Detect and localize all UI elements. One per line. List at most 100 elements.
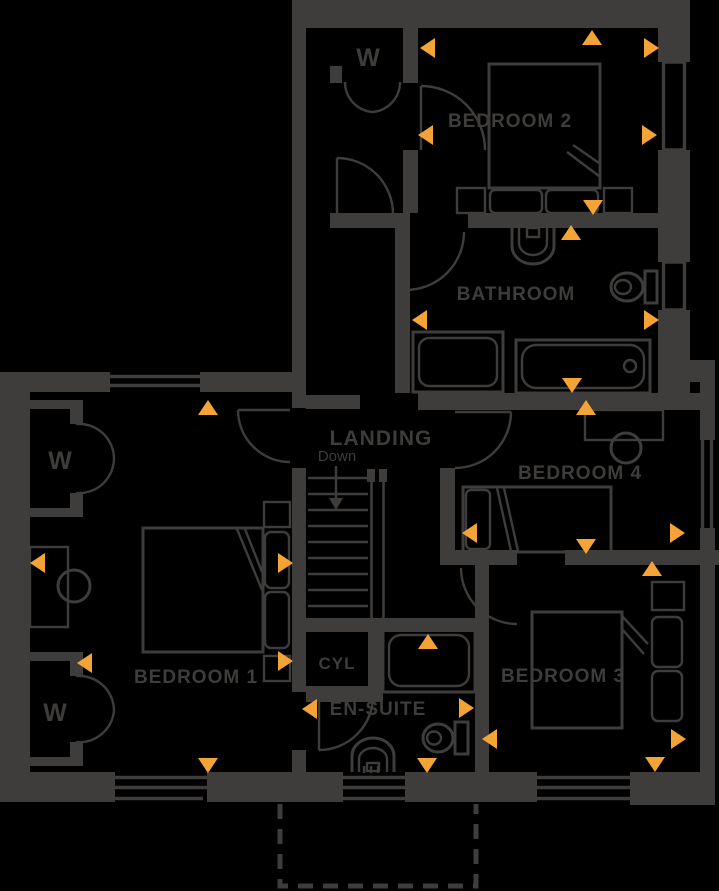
stool: [609, 431, 643, 465]
door-bedroom3: [459, 567, 518, 626]
window-bedroom1-top: [110, 374, 200, 388]
bedroom3-label: BEDROOM 3: [501, 666, 625, 687]
down-arrow-icon: [329, 498, 343, 510]
dimension-arrow-icon: [198, 400, 218, 415]
landing-label: LANDING: [330, 427, 433, 450]
duvet-fold: [495, 487, 520, 552]
stool: [56, 568, 92, 604]
ensuite-label: EN-SUITE: [330, 699, 427, 720]
bathtub: [514, 338, 652, 395]
dimension-arrow-icon: [582, 30, 602, 45]
interior-walls: [30, 28, 719, 772]
basin: [350, 736, 396, 772]
dimension-arrow-icon: [278, 553, 293, 573]
pillow: [650, 615, 684, 669]
bedroom2-furniture: [455, 62, 634, 215]
basin-inner: [517, 228, 549, 257]
bedside-table: [455, 186, 487, 215]
door-landing-corridor: [335, 156, 395, 215]
exterior-walls: [0, 0, 715, 805]
dimension-arrow-icon: [459, 698, 474, 718]
bedside-table: [650, 580, 686, 612]
duvet-fold: [566, 144, 600, 177]
bedside-table: [602, 186, 634, 215]
newel-post: [367, 469, 375, 482]
stair-handrail: [370, 482, 385, 618]
pillow: [464, 488, 492, 551]
bedroom3-furniture: [530, 580, 686, 730]
wardrobe-label: W: [356, 44, 380, 72]
dimension-arrow-icon: [30, 553, 45, 573]
dashed-outline-below: [277, 804, 479, 889]
pillow: [488, 188, 544, 215]
bathtub-inner: [520, 343, 646, 390]
pillow: [263, 590, 291, 650]
dimension-arrow-icon: [671, 729, 686, 749]
door-bedroom2: [419, 84, 487, 151]
basin-ticks: [523, 219, 545, 226]
window-bedroom4-right: [700, 440, 714, 528]
basin: [510, 228, 556, 266]
windows: [110, 60, 714, 801]
bed-single: [461, 485, 613, 554]
shower-tray: [411, 330, 505, 394]
door-bedroom1: [236, 408, 291, 464]
newel-post: [379, 469, 387, 482]
toilet-cistern: [643, 269, 659, 305]
door-bedroom4: [454, 410, 513, 470]
toilet-bowl-inner: [613, 278, 633, 296]
dimension-arrow-icon: [561, 225, 581, 240]
dimension-arrow-icon: [644, 310, 659, 330]
dimension-arrow-icon: [576, 539, 596, 554]
wardrobe-doors-bedroom1-lower: [75, 674, 116, 744]
dimension-arrow-icon: [418, 125, 433, 145]
bedroom1-label: BEDROOM 1: [134, 667, 258, 688]
dimension-arrow-icon: [462, 523, 477, 543]
stairs-down-label: Down: [318, 448, 356, 465]
basin-inner: [357, 746, 389, 772]
window-bathroom-right: [661, 260, 687, 312]
bedside-table: [262, 500, 292, 529]
pillow: [263, 530, 291, 590]
dimension-arrow-icon: [644, 38, 659, 58]
doors: [75, 81, 518, 752]
bed-double: [141, 526, 265, 654]
shower-tray-inner: [417, 336, 499, 388]
dimension-arrow-icon: [562, 378, 582, 393]
basin-ticks: [362, 766, 380, 773]
pillow: [650, 669, 684, 723]
wardrobe-label: W: [48, 447, 72, 475]
dimension-arrow-icon: [418, 634, 438, 649]
bed-double: [530, 610, 624, 730]
bedroom4-label: BEDROOM 4: [518, 463, 642, 484]
bathroom-label: BATHROOM: [457, 284, 575, 305]
toilet-cistern: [453, 720, 470, 756]
dimension-arrow-icon: [583, 200, 603, 215]
shower-tray: [381, 627, 477, 694]
dimension-arrow-icon: [482, 729, 497, 749]
bedroom2-label: BEDROOM 2: [448, 111, 572, 132]
toilet-bowl: [421, 722, 455, 754]
wardrobe-doors-top: [343, 81, 402, 114]
dimension-arrow-icon: [642, 125, 657, 145]
bed-double: [487, 62, 602, 190]
dimension-arrow-icon: [77, 653, 92, 673]
cylinder-cupboard-label: CYL: [319, 654, 356, 673]
door-bathroom: [404, 231, 466, 292]
bedroom4-furniture: [461, 408, 665, 554]
window-bedroom1-bottom: [115, 775, 207, 801]
dimension-arrow-icon: [412, 310, 427, 330]
window-ensuite-bottom: [343, 775, 405, 801]
dimension-arrow-icon: [420, 38, 435, 58]
wardrobe-label: W: [43, 699, 67, 727]
toilet-bowl-inner: [425, 730, 443, 746]
toilet-bowl: [609, 271, 645, 303]
duvet-fold: [621, 615, 649, 655]
bathtub-drain: [622, 358, 638, 374]
dimension-arrow-icon: [642, 561, 662, 576]
shower-tray-inner: [387, 633, 471, 688]
dimension-arrow-icon: [670, 523, 685, 543]
room-labels: BEDROOM 2 BATHROOM LANDING Down BEDROOM …: [43, 44, 642, 727]
